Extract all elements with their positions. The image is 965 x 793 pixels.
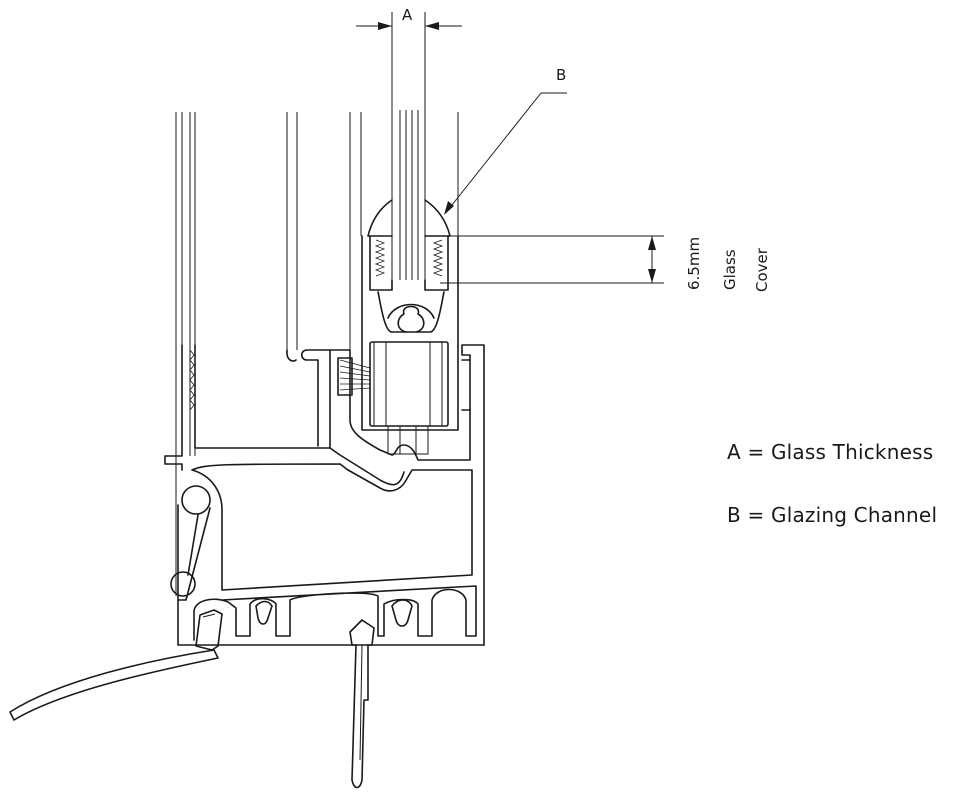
frame-profile [164,344,485,651]
center-glass-pane [391,110,426,280]
glass-cover-line1: Glass [721,249,739,290]
left-glass-panes [175,112,459,596]
glazing-gaskets [361,199,459,431]
glass-cover-line2: Cover [753,247,771,292]
spacer-block [339,341,449,455]
glass-cover-value: 6.5mm [685,237,703,290]
dimension-glass-cover: 6.5mm Glass Cover [440,235,771,292]
dimension-b: B [444,66,567,215]
legend-glass-thickness: A = Glass Thickness [727,440,934,464]
vertical-fin [349,619,375,789]
drip-flap [9,649,219,721]
dimension-a: A [356,6,462,110]
dimension-b-label: B [556,66,566,84]
legend-glazing-channel: B = Glazing Channel [727,503,938,527]
dimension-a-label: A [402,6,413,24]
